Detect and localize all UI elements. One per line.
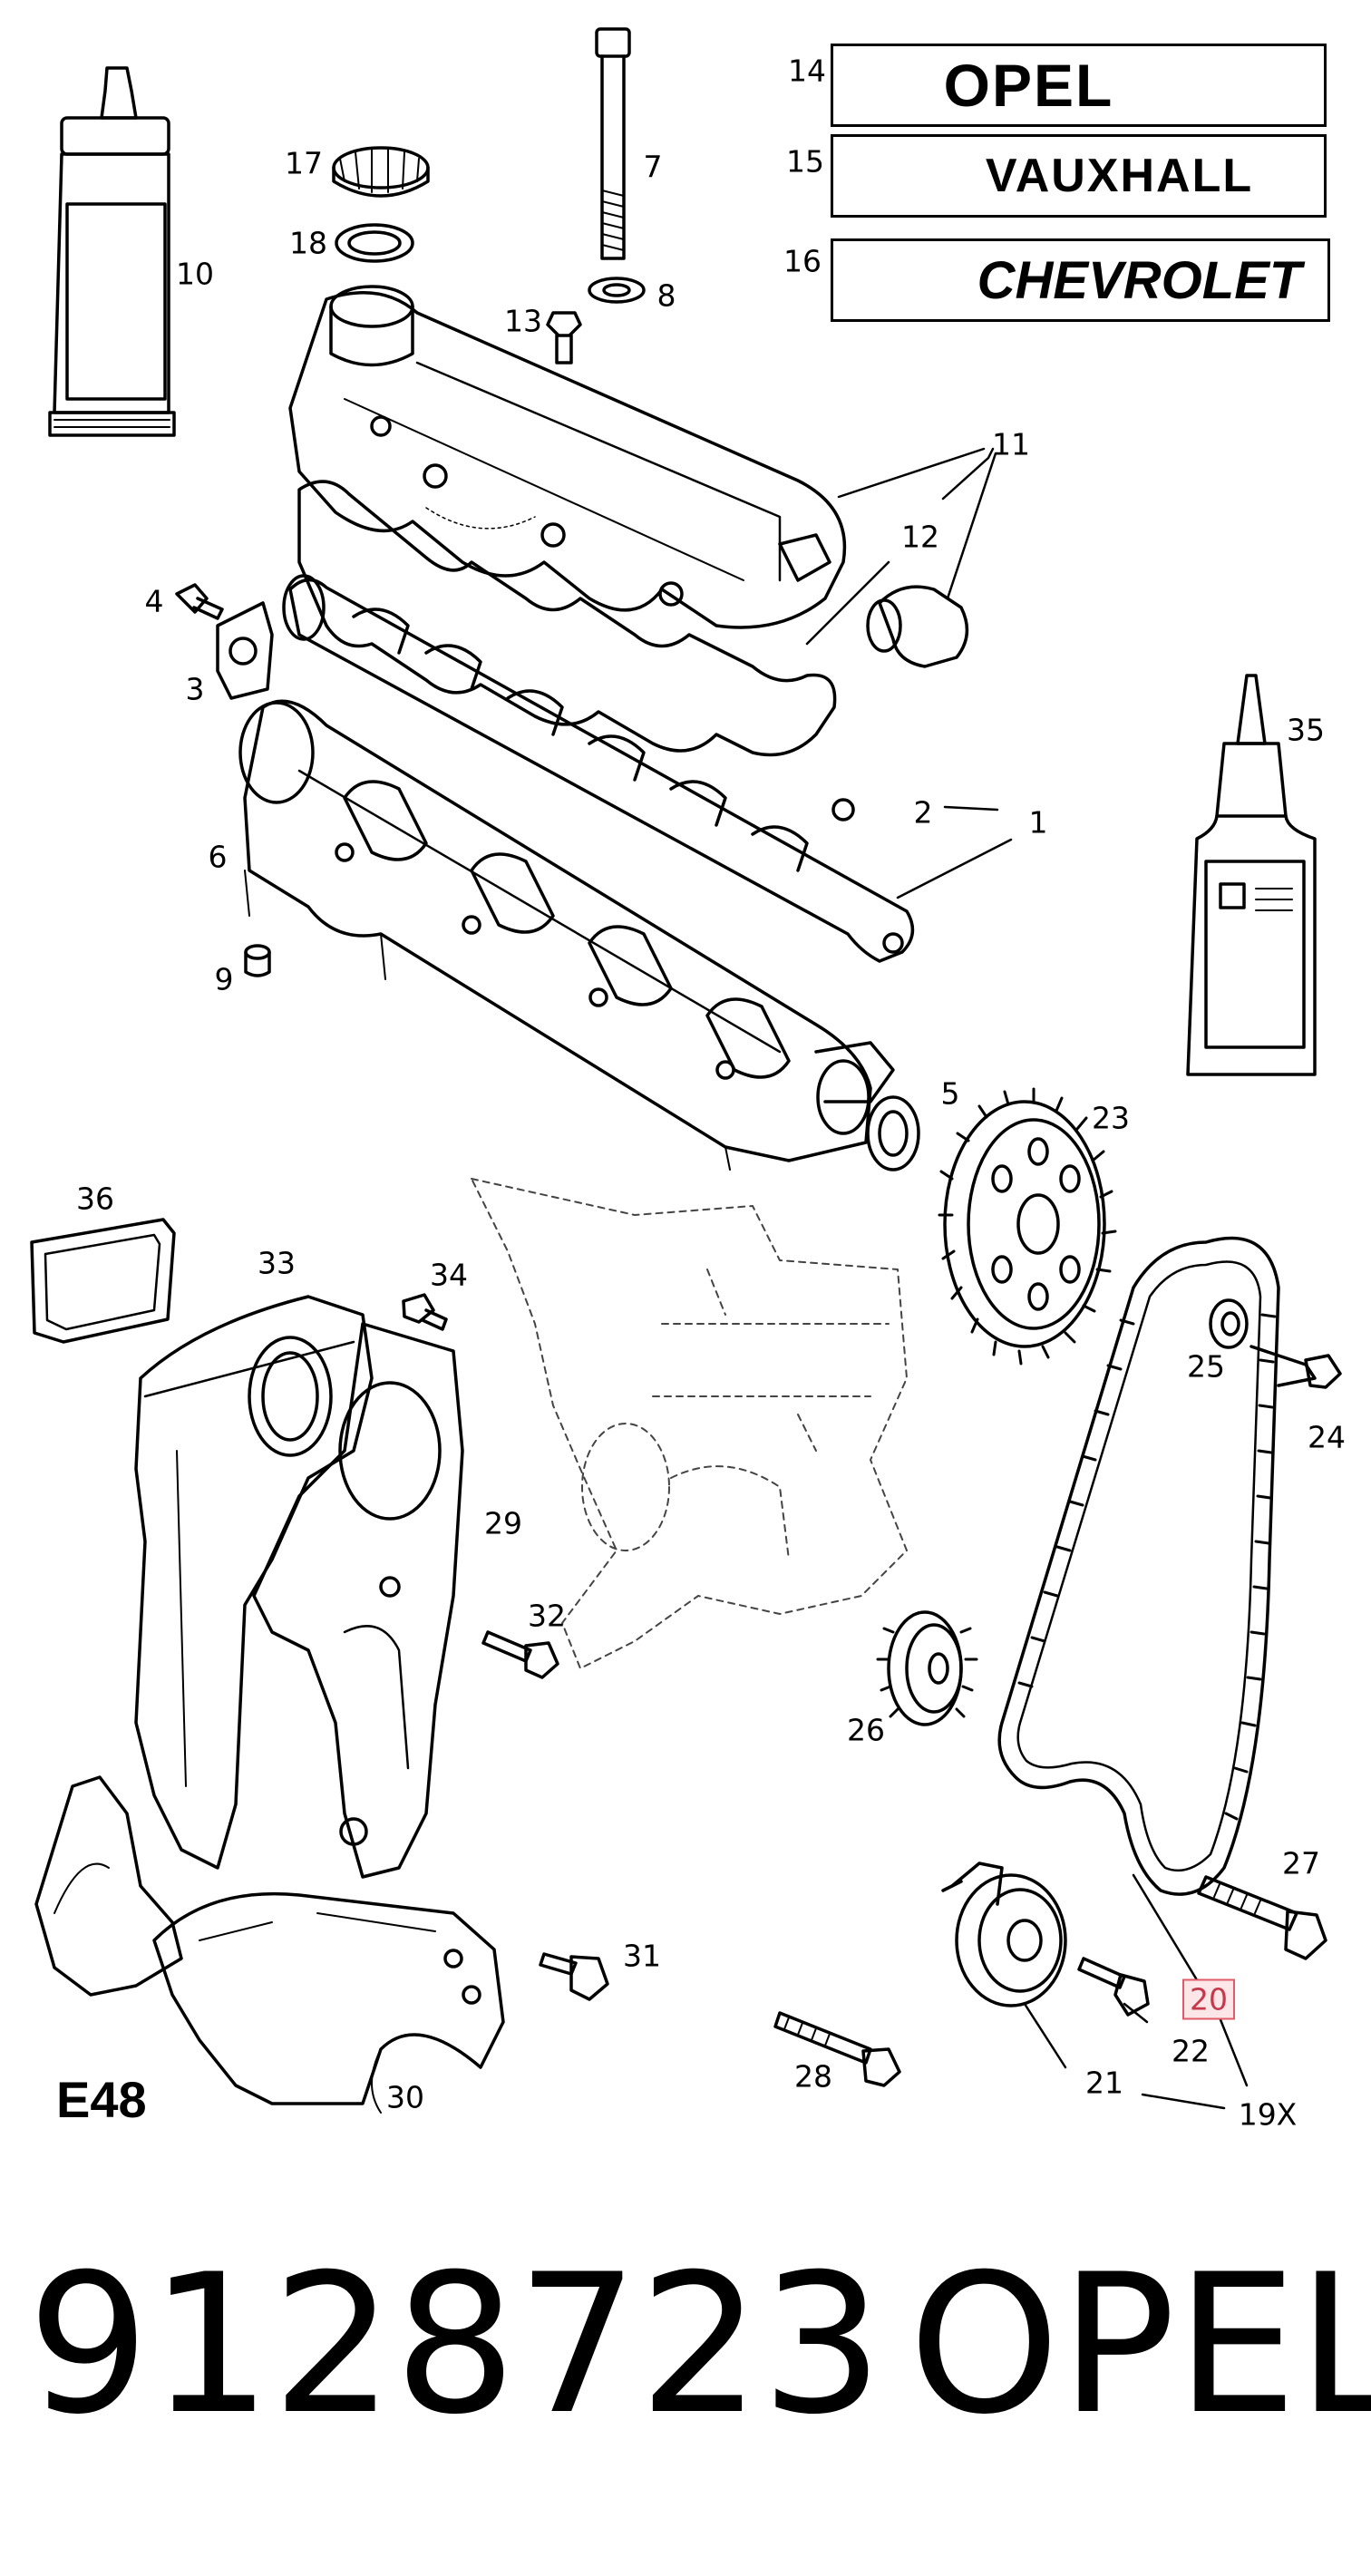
callout-18: 18 bbox=[289, 225, 327, 261]
engine-block-outline bbox=[471, 1178, 908, 1669]
timing-cover-body bbox=[34, 1775, 368, 1997]
callout-29: 29 bbox=[484, 1505, 522, 1541]
timing-belt-part-20 bbox=[997, 1236, 1280, 1896]
opel-badge-text: OPEL bbox=[943, 52, 1114, 119]
callout-24: 24 bbox=[1308, 1419, 1346, 1455]
callout-30: 30 bbox=[386, 2079, 424, 2115]
oil-filler-cap-part-17 bbox=[332, 146, 430, 198]
bolt-part-24 bbox=[1249, 1345, 1342, 1389]
bolt-part-31 bbox=[539, 1952, 609, 2001]
cylinder-head-part-6 bbox=[238, 699, 895, 1171]
breather-fitting bbox=[866, 585, 969, 668]
washer-part-8 bbox=[588, 277, 646, 304]
callout-12: 12 bbox=[901, 519, 939, 555]
leader-lines bbox=[805, 447, 1249, 2110]
crankshaft-sprocket-part-26 bbox=[876, 1610, 978, 1726]
idler-pulley-part-25 bbox=[1209, 1298, 1249, 1349]
chevrolet-badge-text: CHEVROLET bbox=[977, 250, 1302, 310]
sealant-tube-part-10 bbox=[48, 66, 176, 437]
callout-26: 26 bbox=[847, 1712, 885, 1748]
callout-2: 2 bbox=[913, 794, 933, 831]
callout-4: 4 bbox=[144, 583, 164, 619]
callout-19x: 19X bbox=[1238, 2096, 1298, 2133]
callout-22: 22 bbox=[1172, 2033, 1210, 2069]
section-code: E48 bbox=[56, 2071, 147, 2128]
brand-name: OPEL bbox=[909, 2232, 1371, 2456]
callout-8: 8 bbox=[656, 277, 676, 314]
chevrolet-badge: CHEVROLET bbox=[831, 238, 1330, 322]
callout-33: 33 bbox=[258, 1245, 296, 1281]
callout-7: 7 bbox=[643, 149, 663, 185]
belt-tensioner-part-21 bbox=[941, 1862, 1067, 2007]
bolt-part-34 bbox=[402, 1293, 448, 1331]
camshaft-pulley-part-23 bbox=[938, 1087, 1117, 1366]
plug-plate-part-3 bbox=[216, 601, 274, 700]
callout-16: 16 bbox=[783, 243, 822, 279]
callout-32: 32 bbox=[528, 1598, 566, 1634]
callout-27: 27 bbox=[1282, 1845, 1320, 1881]
callout-34: 34 bbox=[430, 1257, 468, 1293]
camshaft-cover-part-11 bbox=[288, 285, 847, 629]
callout-10: 10 bbox=[176, 256, 214, 292]
callout-3: 3 bbox=[185, 671, 205, 707]
callout-9: 9 bbox=[214, 961, 234, 997]
cap-seal-ring-part-18 bbox=[335, 223, 414, 263]
rear-timing-cover-part-29 bbox=[252, 1322, 464, 1879]
bolt-part-27 bbox=[1197, 1875, 1327, 1960]
callout-28: 28 bbox=[794, 2058, 832, 2095]
bolt-part-4 bbox=[175, 583, 224, 620]
o-ring-part-2 bbox=[831, 798, 855, 821]
part-number: 9128723 bbox=[27, 2232, 884, 2456]
cover-gasket-part-12 bbox=[297, 480, 837, 757]
seal-part-5 bbox=[866, 1095, 920, 1171]
bolt-part-22 bbox=[1077, 1957, 1150, 2017]
vauxhall-badge: VAUXHALL bbox=[831, 134, 1327, 218]
callout-31: 31 bbox=[623, 1938, 661, 1974]
callout-13: 13 bbox=[504, 303, 542, 339]
upper-timing-cover-part-33 bbox=[134, 1295, 374, 1870]
lower-timing-cover-part-30 bbox=[152, 1891, 505, 2114]
callout-36: 36 bbox=[76, 1181, 114, 1217]
opel-badge: OPEL bbox=[831, 44, 1327, 127]
sleeve-part-9 bbox=[244, 944, 271, 977]
camshaft-part-1 bbox=[282, 574, 915, 963]
callout-25: 25 bbox=[1187, 1348, 1225, 1385]
callout-35: 35 bbox=[1287, 712, 1325, 748]
callout-5: 5 bbox=[940, 1075, 960, 1112]
callout-14: 14 bbox=[788, 53, 826, 89]
bolt-part-32 bbox=[481, 1630, 559, 1679]
callout-17: 17 bbox=[285, 145, 323, 181]
callout-20-highlighted: 20 bbox=[1182, 1978, 1235, 2020]
callout-15: 15 bbox=[786, 143, 824, 180]
bolt-part-13 bbox=[546, 311, 582, 365]
callout-6: 6 bbox=[208, 839, 228, 875]
callout-1: 1 bbox=[1028, 804, 1048, 841]
callout-11: 11 bbox=[992, 426, 1030, 462]
callout-23: 23 bbox=[1092, 1100, 1130, 1136]
vauxhall-badge-text: VAUXHALL bbox=[985, 150, 1254, 202]
gasket-part-36 bbox=[30, 1218, 176, 1344]
oil-bottle-part-35 bbox=[1186, 674, 1317, 1076]
callout-21: 21 bbox=[1085, 2065, 1123, 2101]
long-bolt-part-7 bbox=[595, 27, 631, 260]
bolt-part-28 bbox=[773, 2011, 901, 2087]
